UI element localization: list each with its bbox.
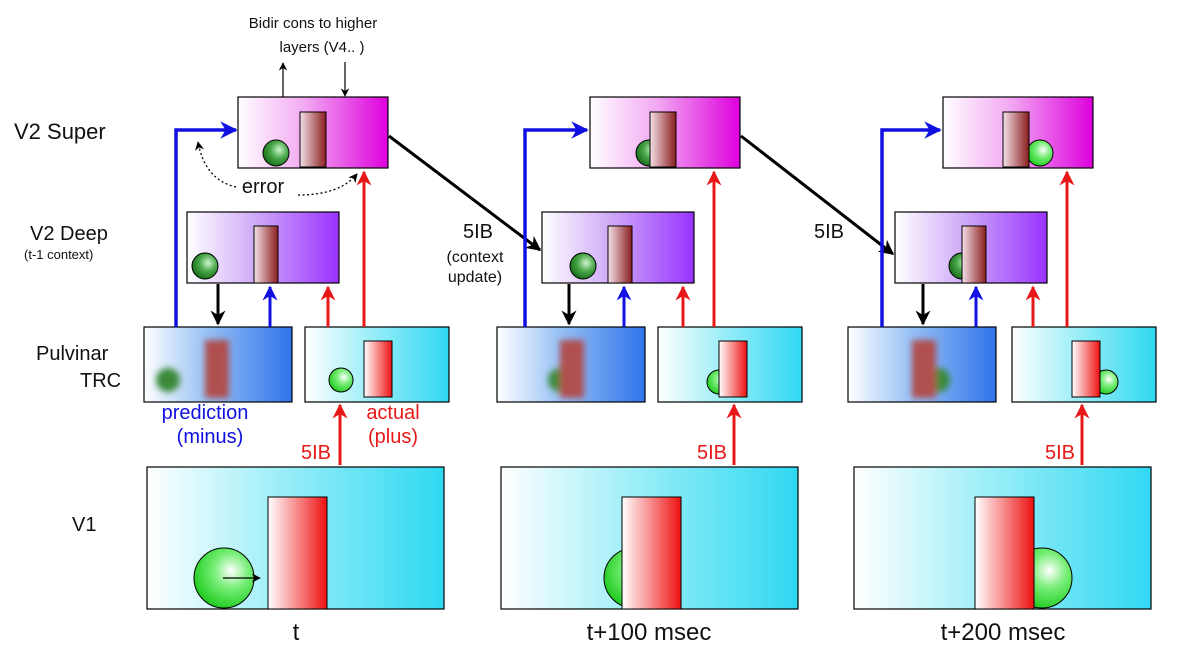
context-arrow-1 [388, 134, 542, 252]
bar-icon [718, 340, 748, 398]
bar-icon [912, 340, 936, 398]
context-arrow-2 [740, 134, 895, 256]
v2-deep-box-t [186, 211, 340, 284]
bar-icon [363, 340, 393, 398]
prediction-arrow-to-super [174, 121, 238, 327]
bar-icon [649, 111, 677, 168]
time-label-t100: t+100 msec [587, 619, 712, 646]
v1-box-t100 [500, 466, 799, 610]
minus-label: (minus) [177, 426, 244, 448]
v2-super-box-t100 [589, 96, 741, 169]
pulvinar-actual-box-t [304, 326, 450, 403]
bar-icon [560, 340, 584, 398]
ball-icon [569, 252, 597, 280]
v1-box-t [146, 466, 445, 610]
time-label-t200: t+200 msec [941, 619, 1066, 646]
plus-label: (plus) [368, 426, 418, 448]
v2-super-box-t200 [942, 96, 1094, 169]
v2-deep-box-t200 [894, 211, 1048, 284]
bar-icon [961, 225, 987, 284]
v1-box-t200 [853, 466, 1152, 610]
bar-icon [974, 496, 1035, 610]
row-label-pulvinar: Pulvinar [36, 343, 109, 365]
ball-icon [191, 252, 219, 280]
five-ib-label-3: 5IB [1045, 442, 1075, 464]
pulvinar-actual-box-t100 [657, 326, 803, 403]
pulvinar-prediction-box-t [143, 326, 293, 403]
bar-icon [205, 340, 229, 398]
ball-icon [328, 367, 354, 393]
time-label-t: t [293, 619, 300, 646]
error-curve-right [297, 173, 358, 196]
row-label-v2-deep-sub: (t-1 context) [24, 247, 93, 262]
bar-icon [607, 225, 633, 284]
context-update-label-2: update) [448, 269, 502, 286]
ball-icon [156, 368, 180, 392]
bar-icon [1002, 111, 1030, 168]
five-ib-label-2: 5IB [697, 442, 727, 464]
error-label: error [242, 176, 285, 198]
ball-icon [262, 139, 290, 167]
bar-icon [1071, 340, 1101, 398]
row-label-trc: TRC [80, 370, 121, 392]
top-note-line1: Bidir cons to higher [249, 15, 377, 32]
pulvinar-actual-box-t200 [1011, 326, 1157, 403]
v2-deep-box-t100 [541, 211, 695, 284]
prediction-arrow-to-super-2 [523, 121, 589, 327]
error-curve-left [195, 141, 237, 188]
five-ib-context-label-2: 5IB [814, 221, 844, 243]
v2-super-box-t [237, 96, 389, 169]
bar-icon [253, 225, 279, 284]
pulvinar-prediction-box-t100 [496, 326, 646, 403]
bar-icon [299, 111, 327, 168]
context-update-label-1: (context [447, 249, 504, 266]
pulvinar-prediction-box-t200 [847, 326, 997, 403]
five-ib-label-1: 5IB [301, 442, 331, 464]
actual-label: actual [366, 402, 419, 424]
prediction-arrow-to-super-3 [880, 121, 942, 327]
five-ib-context-label: 5IB [463, 221, 493, 243]
ball-icon [1026, 139, 1054, 167]
top-note-line2: layers (V4.. ) [279, 39, 364, 56]
bar-icon [621, 496, 682, 610]
prediction-label: prediction [162, 402, 249, 424]
row-label-v1: V1 [72, 514, 96, 536]
bar-icon [267, 496, 328, 610]
row-label-v2-deep: V2 Deep [30, 223, 108, 245]
row-label-v2-super: V2 Super [14, 119, 106, 144]
